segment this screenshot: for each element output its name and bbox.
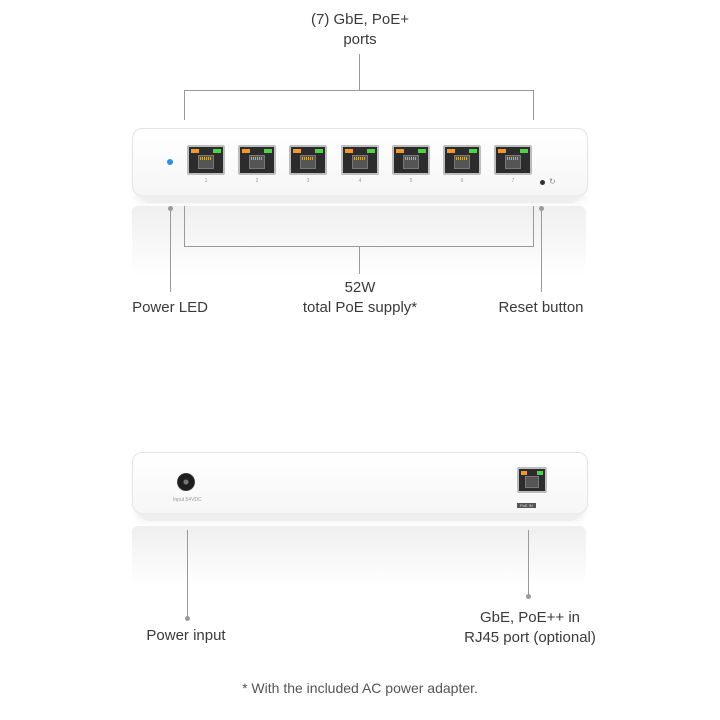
reset-button-hole	[540, 180, 545, 185]
port-number-3: 3	[306, 178, 310, 184]
supply-label: 52W total PoE supply*	[280, 278, 440, 318]
rj45-in-callout-line	[528, 530, 529, 596]
reset-callout-line	[541, 210, 542, 292]
rj45-port-2	[238, 145, 276, 175]
ports-callout-bracket	[184, 90, 534, 91]
device-base-rear	[141, 513, 579, 521]
rj45-in-callout-dot	[526, 594, 531, 599]
reset-button-label: Reset button	[498, 299, 584, 316]
ports-label-line2: ports	[343, 31, 377, 48]
port-number-4: 4	[358, 178, 362, 184]
rj45-in-label-line1: GbE, PoE++ in	[479, 609, 581, 626]
rear-view-reflection	[132, 526, 586, 586]
supply-label-line2: total PoE supply*	[302, 299, 418, 316]
port-number-1: 1	[204, 178, 208, 184]
reset-callout-dot	[539, 206, 544, 211]
supply-bracket-left	[184, 206, 185, 246]
uplink-port-tag: PoE IN	[517, 503, 536, 508]
power-led-callout-line	[170, 210, 171, 292]
device-base	[141, 195, 579, 203]
power-input-callout-dot	[185, 616, 190, 621]
power-input-label: Power input	[146, 627, 226, 644]
power-led-indicator	[167, 159, 173, 165]
rj45-port-1	[187, 145, 225, 175]
rj45-in-label-line2: RJ45 port (optional)	[464, 629, 596, 646]
power-input-callout-line	[187, 530, 188, 618]
reset-icon: ↻	[549, 177, 556, 186]
supply-bracket-right	[533, 206, 534, 246]
ports-label: (7) GbE, PoE+ ports	[290, 10, 430, 50]
rj45-port-5	[392, 145, 430, 175]
rj45-uplink-port	[517, 467, 547, 493]
rj45-in-label: GbE, PoE++ in RJ45 port (optional)	[450, 608, 610, 648]
ports-bracket-right	[533, 90, 534, 120]
power-led-callout-dot	[168, 206, 173, 211]
port-number-7: 7	[511, 178, 515, 184]
switch-rear-view: Input 54VDC PoE IN	[132, 452, 588, 521]
rj45-port-7	[494, 145, 532, 175]
dc-power-jack	[177, 473, 195, 491]
port-number-6: 6	[460, 178, 464, 184]
switch-front-view: 1 2 3 4 5 6 7 ↻	[132, 128, 588, 203]
footnote: * With the included AC power adapter.	[242, 680, 478, 696]
port-number-2: 2	[255, 178, 259, 184]
ports-callout-stem	[359, 54, 360, 90]
supply-callout-stem	[359, 246, 360, 274]
rj45-port-3	[289, 145, 327, 175]
rj45-port-4	[341, 145, 379, 175]
rj45-port-6	[443, 145, 481, 175]
dc-input-marking: Input 54VDC	[173, 497, 202, 503]
ports-bracket-left	[184, 90, 185, 120]
ports-label-line1: (7) GbE, PoE+	[311, 11, 409, 28]
port-number-5: 5	[409, 178, 413, 184]
power-led-label: Power LED	[132, 299, 208, 316]
supply-label-line1: 52W	[344, 279, 376, 296]
